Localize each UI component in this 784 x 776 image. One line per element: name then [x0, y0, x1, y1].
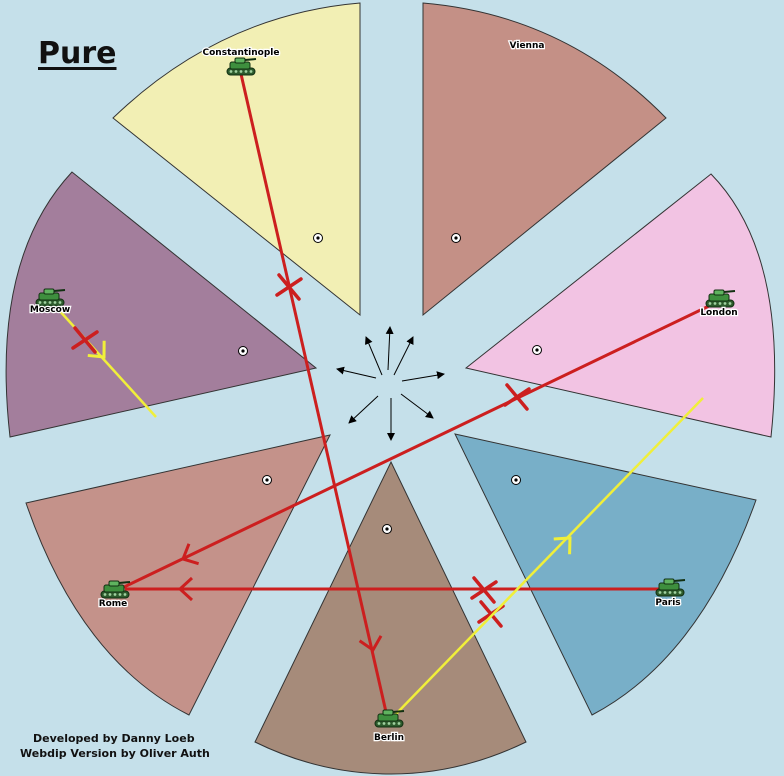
dot-in-circle-icon — [238, 346, 248, 356]
label-vienna: Vienna — [510, 41, 545, 51]
failed-order-mark — [477, 600, 505, 628]
failed-order-mark — [503, 383, 531, 411]
territory-constantinople[interactable] — [112, 2, 361, 317]
dot-in-circle-icon — [313, 233, 323, 243]
territory-berlin[interactable] — [254, 460, 527, 775]
territory-rome[interactable] — [25, 434, 331, 716]
direction-chevron — [181, 543, 200, 566]
failed-order-mark — [275, 273, 303, 301]
green-tank-army-icon[interactable] — [655, 578, 686, 597]
center-compass — [336, 326, 445, 441]
order-moscow-support — [57, 308, 157, 418]
dot-in-circle-icon — [511, 475, 521, 485]
territory-moscow[interactable] — [5, 171, 318, 438]
label-berlin: Berlin — [374, 733, 404, 743]
dot-in-circle-icon — [532, 345, 542, 355]
direction-chevron — [358, 635, 383, 653]
direction-chevron — [553, 536, 572, 555]
failed-order-mark — [71, 326, 99, 354]
order-london-move — [121, 303, 712, 590]
green-tank-army-icon[interactable] — [100, 580, 131, 599]
radial-arrows-icon — [336, 326, 445, 441]
credit-webdip: Webdip Version by Oliver Auth — [20, 747, 210, 760]
territory-paris[interactable] — [454, 433, 757, 716]
green-tank-army-icon[interactable] — [35, 288, 66, 307]
credit-developer: Developed by Danny Loeb — [33, 732, 195, 745]
dot-in-circle-icon — [451, 233, 461, 243]
direction-chevron — [87, 340, 106, 359]
territory-london[interactable] — [464, 173, 776, 438]
green-tank-army-icon[interactable] — [374, 709, 405, 728]
dot-in-circle-icon — [382, 524, 392, 534]
label-constantinople: Constantinople — [203, 48, 280, 58]
map-title: Pure — [38, 36, 117, 71]
label-london: London — [700, 308, 737, 318]
green-tank-army-icon[interactable] — [705, 289, 736, 308]
territory-vienna[interactable] — [422, 2, 667, 317]
order-berlin-support — [395, 397, 704, 715]
failed-order-mark — [470, 576, 498, 604]
label-paris: Paris — [655, 598, 680, 608]
direction-chevron — [177, 576, 194, 602]
label-moscow: Moscow — [30, 305, 70, 315]
green-tank-army-icon[interactable] — [226, 57, 257, 76]
dot-in-circle-icon — [262, 475, 272, 485]
credits: Developed by Danny Loeb Webdip Version b… — [20, 731, 210, 761]
order-constantinople-move — [239, 73, 388, 713]
label-rome: Rome — [99, 599, 128, 609]
